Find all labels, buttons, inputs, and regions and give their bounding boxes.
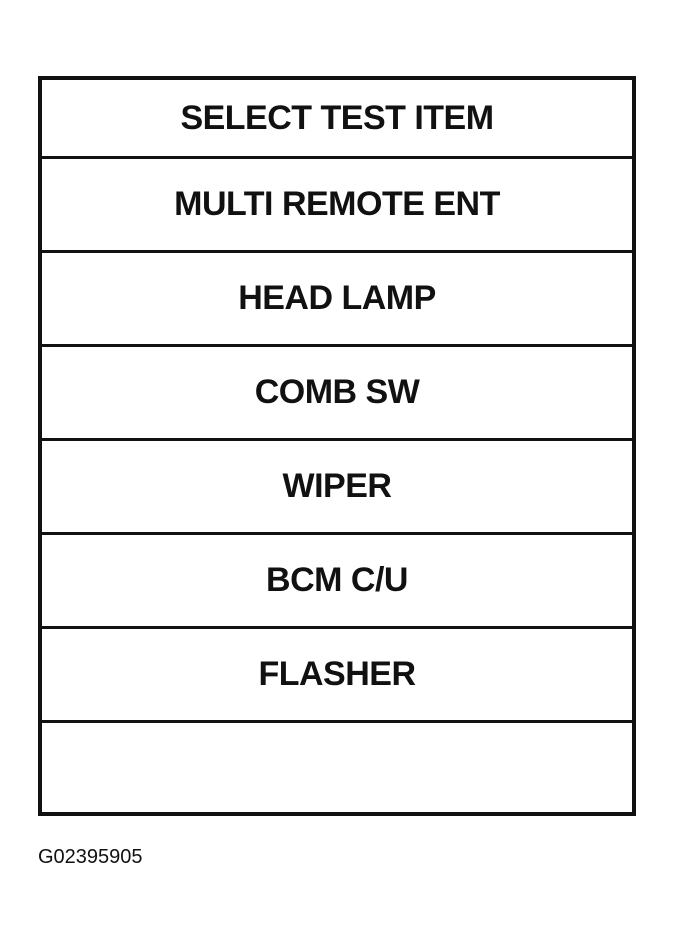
menu-item-flasher[interactable]: FLASHER [42,629,632,723]
menu-item-comb-sw[interactable]: COMB SW [42,347,632,441]
menu-item-bcm-cu[interactable]: BCM C/U [42,535,632,629]
consult-screen: SELECT TEST ITEM MULTI REMOTE ENT HEAD L… [38,76,636,816]
empty-row [42,723,632,812]
figure-id: G02395905 [38,846,143,868]
menu-item-wiper[interactable]: WIPER [42,441,632,535]
menu-item-multi-remote-ent[interactable]: MULTI REMOTE ENT [42,159,632,253]
menu-item-head-lamp[interactable]: HEAD LAMP [42,253,632,347]
screen-title: SELECT TEST ITEM [42,80,632,159]
